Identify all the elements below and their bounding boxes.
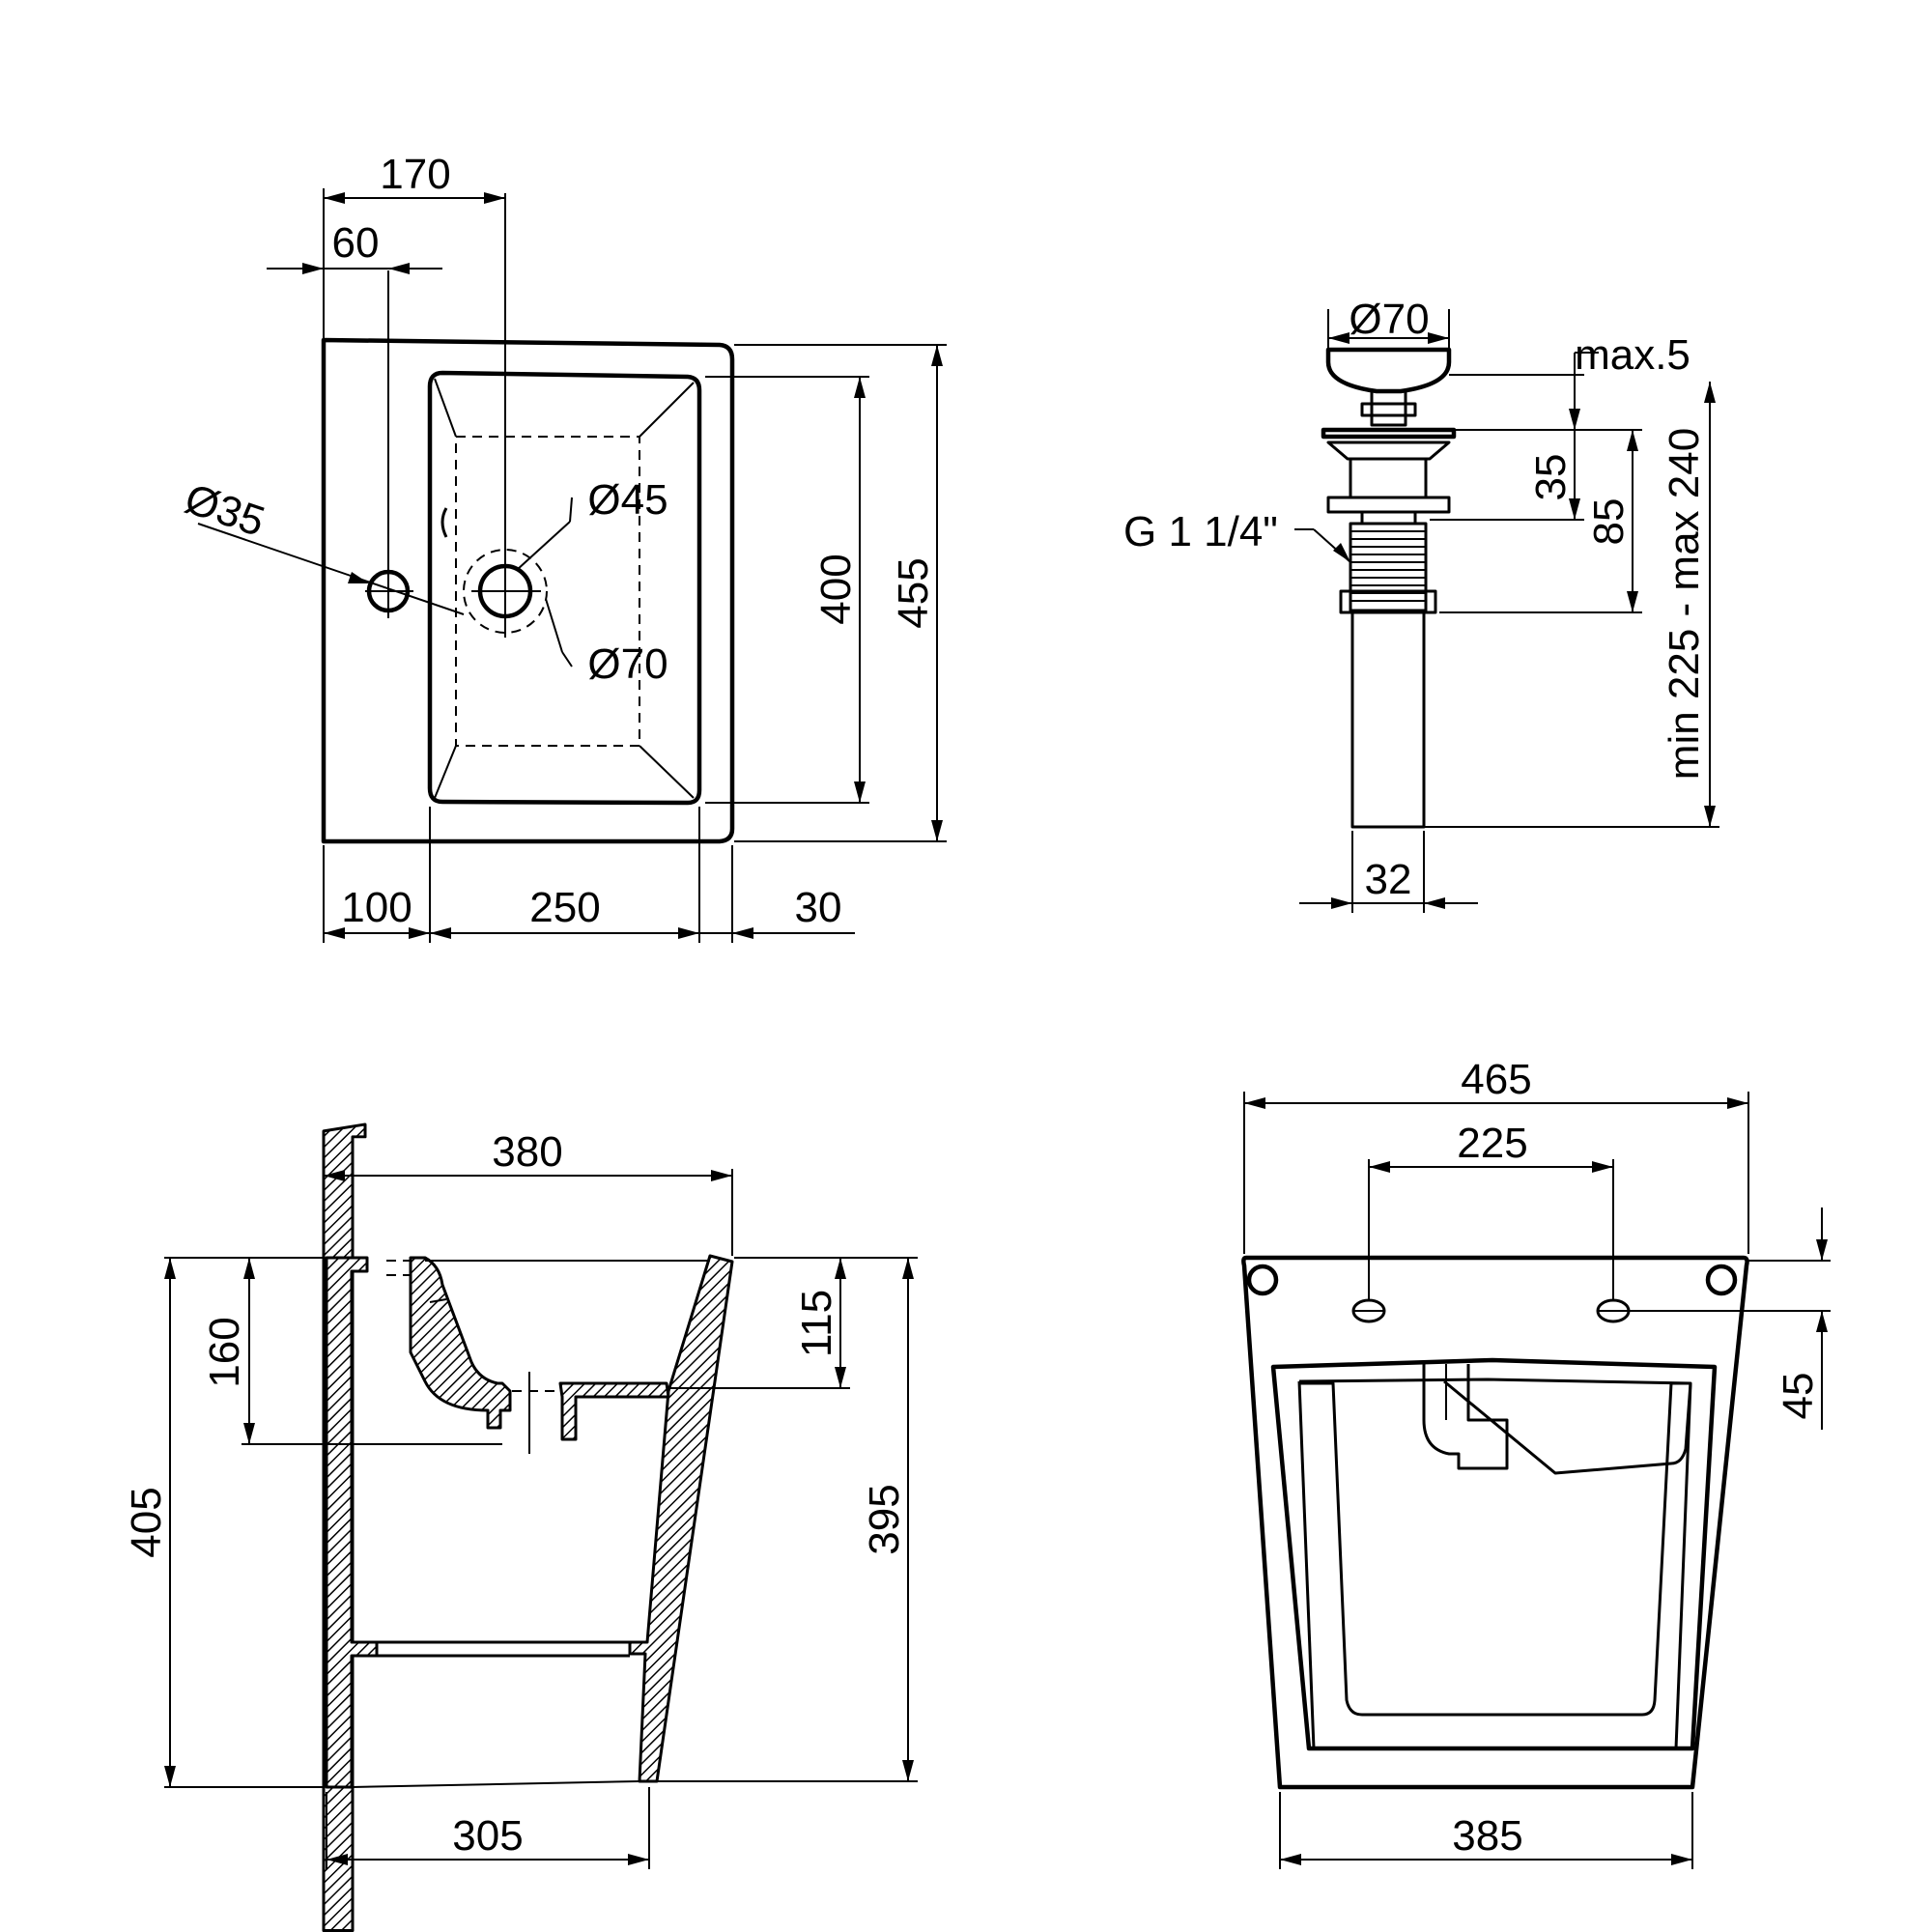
dim-160: 160 xyxy=(201,1317,248,1387)
dim-225: 225 xyxy=(1457,1120,1527,1167)
dim-70: Ø70 xyxy=(587,640,668,688)
dim-385: 385 xyxy=(1452,1812,1522,1860)
dim-400: 400 xyxy=(812,554,860,624)
front-wall-section xyxy=(628,1254,734,1783)
dim-45: 45 xyxy=(1775,1373,1822,1420)
top-view: 170 60 Ø35 Ø45 Ø70 400 455 xyxy=(179,151,947,943)
dim-170: 170 xyxy=(380,151,450,198)
bowl-back xyxy=(1298,1378,1692,1475)
drain-cap xyxy=(1325,347,1452,394)
siphon-outlet xyxy=(1422,1364,1509,1470)
dim-100: 100 xyxy=(341,884,412,931)
dim-35: Ø35 xyxy=(179,475,270,546)
basin-outline xyxy=(321,337,735,844)
back-view: 465 225 45 385 xyxy=(1241,1056,1831,1869)
basin-bowl xyxy=(427,370,702,806)
mount-hole-right xyxy=(1705,1264,1738,1296)
back-outline xyxy=(1241,1255,1749,1790)
overflow-slot xyxy=(440,507,448,538)
dim-455: 455 xyxy=(890,557,937,628)
drain-thread-label: G 1 1/4" xyxy=(1123,508,1278,555)
bowl-bottom xyxy=(455,436,640,747)
drain-dim-max5: max.5 xyxy=(1575,331,1690,379)
drain-dim-70: Ø70 xyxy=(1349,296,1429,343)
dim-405: 405 xyxy=(123,1487,170,1557)
drain-dim-range: min 225 - max 240 xyxy=(1661,428,1708,780)
side-section: 380 405 160 115 395 305 xyxy=(123,1122,918,1932)
drain-dim-85: 85 xyxy=(1585,498,1633,546)
dim-380: 380 xyxy=(492,1128,562,1176)
drain-flange xyxy=(463,549,548,634)
drain-dim-32: 32 xyxy=(1365,856,1412,903)
dim-60: 60 xyxy=(332,219,380,267)
inner-frame xyxy=(1270,1357,1718,1751)
dim-30: 30 xyxy=(795,884,842,931)
drain-thread xyxy=(1349,522,1428,612)
dim-115: 115 xyxy=(793,1290,840,1357)
drain-dim-35: 35 xyxy=(1527,454,1575,501)
dim-465: 465 xyxy=(1461,1056,1531,1103)
dim-305: 305 xyxy=(452,1812,523,1860)
bowl-wall-section xyxy=(409,1256,512,1430)
dim-45: Ø45 xyxy=(587,476,668,524)
dim-395: 395 xyxy=(861,1484,908,1554)
mount-hole-left xyxy=(1246,1264,1279,1296)
back-wall-section xyxy=(325,1256,379,1789)
drain-detail: Ø70 max.5 xyxy=(1123,296,1719,913)
dim-250: 250 xyxy=(529,884,600,931)
drain-pipe xyxy=(1350,611,1426,829)
